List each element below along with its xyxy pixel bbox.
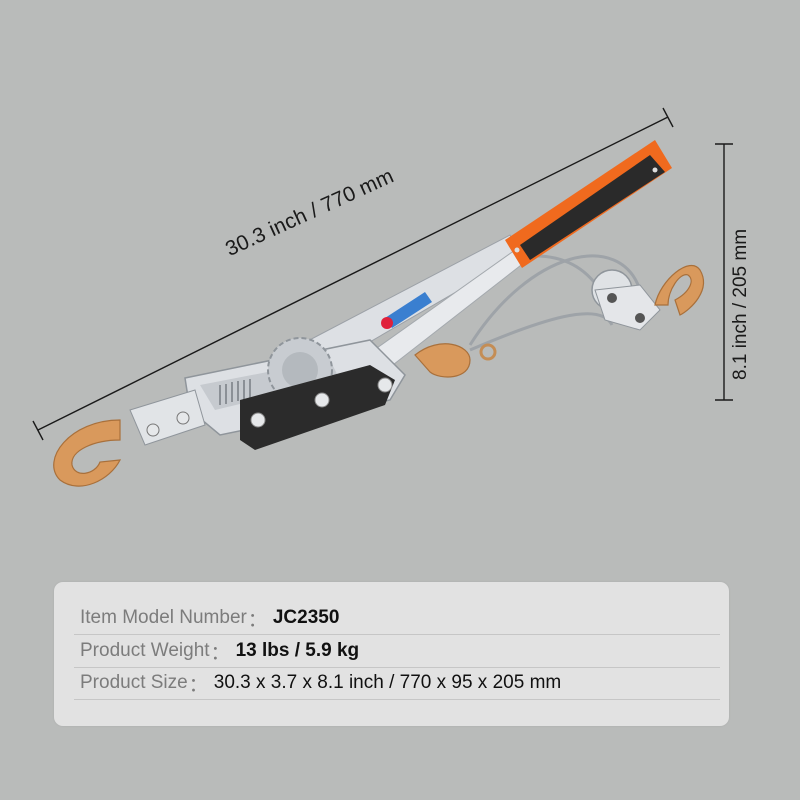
ratchet-body xyxy=(184,337,406,450)
spec-separator: ： xyxy=(247,609,267,631)
spec-row-weight: Product Weight ： 13 lbs / 5.9 kg xyxy=(74,635,720,668)
spec-row-model-number: Item Model Number ： JC2350 xyxy=(74,602,720,635)
release-lever xyxy=(381,292,432,329)
spec-separator: ： xyxy=(210,642,230,664)
spec-panel: Item Model Number ： JC2350 Product Weigh… xyxy=(54,582,729,726)
spec-row-size: Product Size ： 30.3 x 3.7 x 8.1 inch / 7… xyxy=(74,667,720,700)
spec-value: 13 lbs / 5.9 kg xyxy=(235,640,360,661)
handle-grip xyxy=(505,140,672,268)
middle-hook xyxy=(414,343,497,378)
spec-label: Product Weight xyxy=(80,640,210,661)
spec-value: JC2350 xyxy=(272,607,340,628)
spec-separator: ： xyxy=(188,674,208,696)
spec-value: 30.3 x 3.7 x 8.1 inch / 770 x 95 x 205 m… xyxy=(213,672,562,693)
spec-label: Product Size xyxy=(80,672,188,693)
height-dimension-label: 8.1 inch / 205 mm xyxy=(730,228,751,380)
pulley-block xyxy=(591,269,661,331)
right-hook xyxy=(654,264,705,316)
height-dimension-line xyxy=(715,143,733,401)
length-dimension-line xyxy=(32,107,674,441)
spec-label: Item Model Number xyxy=(80,607,247,628)
left-hook xyxy=(53,389,206,487)
